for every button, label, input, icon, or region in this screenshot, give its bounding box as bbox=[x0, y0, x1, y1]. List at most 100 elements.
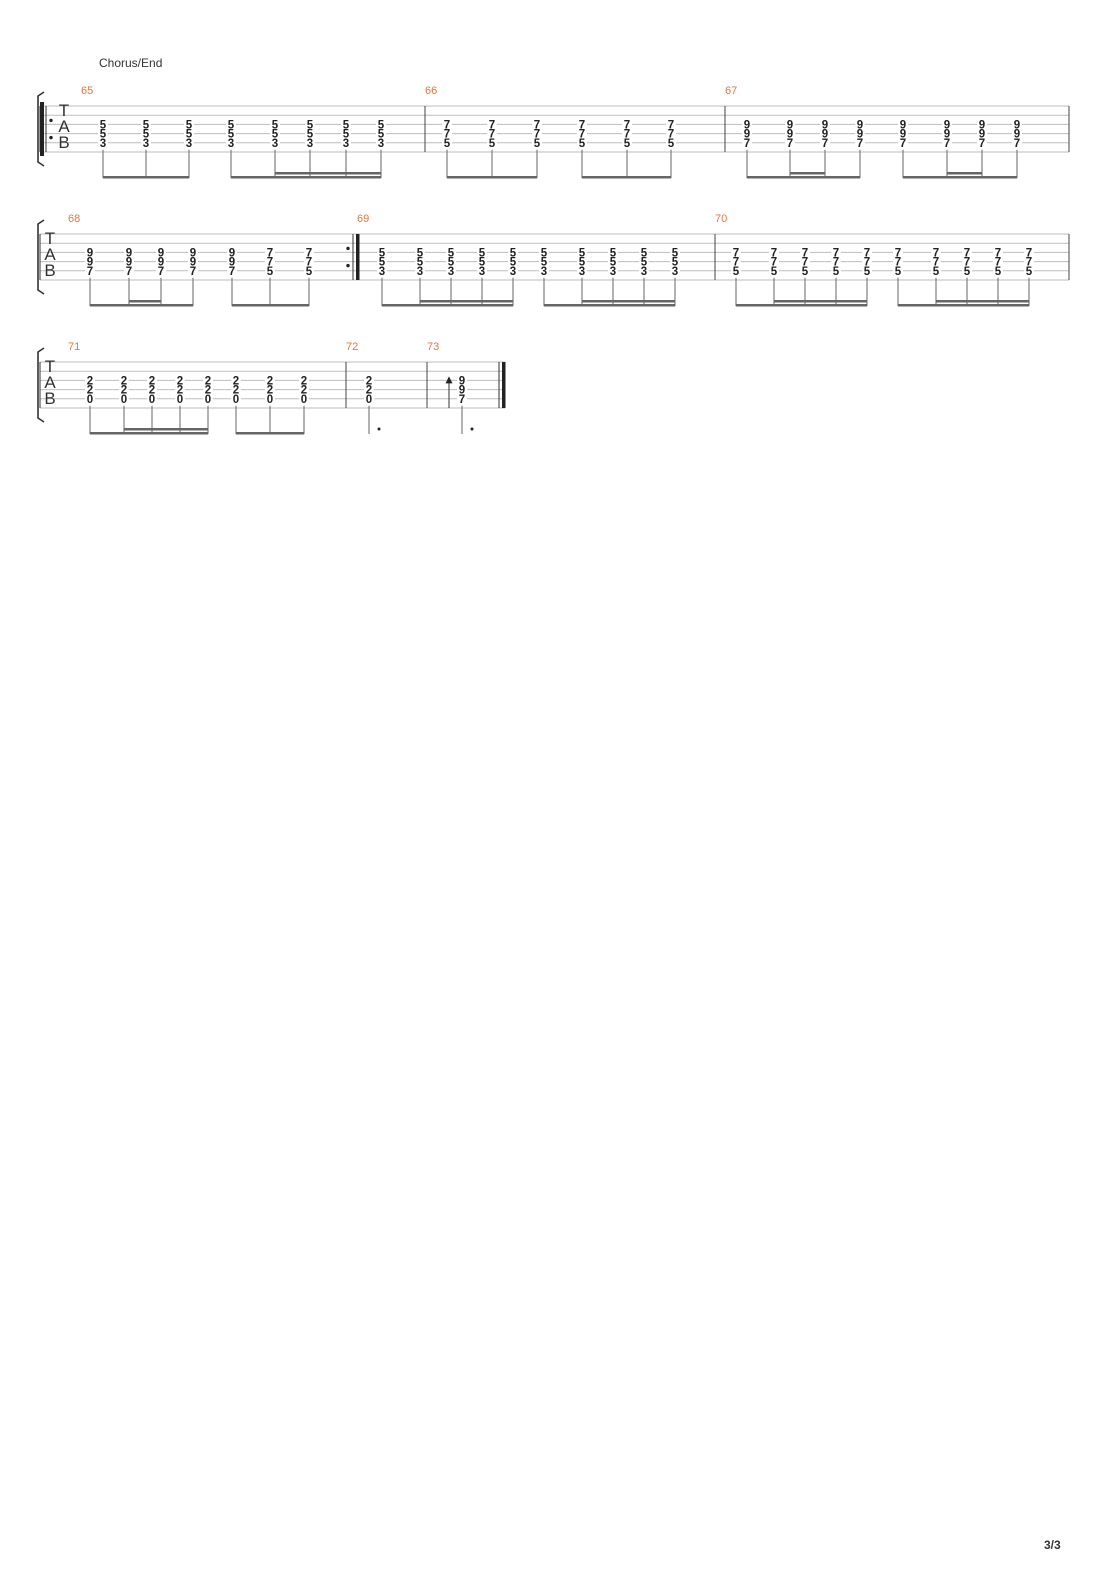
fret-mask bbox=[446, 265, 456, 275]
fret-mask bbox=[622, 137, 632, 147]
fret-mask bbox=[305, 137, 315, 147]
fret-mask bbox=[457, 393, 467, 403]
fret-mask bbox=[477, 247, 487, 257]
fret-number: 9 bbox=[857, 129, 863, 141]
beam-primary bbox=[736, 304, 867, 307]
fret-number: 7 bbox=[1026, 257, 1032, 269]
fret-mask bbox=[666, 128, 676, 138]
fret-number: 5 bbox=[100, 129, 107, 141]
fret-mask bbox=[184, 128, 194, 138]
fret-mask bbox=[147, 375, 157, 385]
tab-staff-svg: TAB6555355355355355355355355366775775775… bbox=[37, 85, 1070, 179]
fret-number: 5 bbox=[733, 266, 740, 278]
fret-number: 5 bbox=[479, 247, 486, 259]
fret-mask bbox=[769, 265, 779, 275]
fret-mask bbox=[487, 119, 497, 129]
fret-number: 9 bbox=[459, 385, 465, 397]
fret-mask bbox=[670, 265, 680, 275]
fret-number: 9 bbox=[87, 257, 93, 269]
fret-mask bbox=[442, 128, 452, 138]
fret-mask bbox=[831, 265, 841, 275]
fret-number: 2 bbox=[267, 375, 273, 387]
fret-mask bbox=[785, 137, 795, 147]
fret-number: 9 bbox=[857, 119, 863, 131]
fret-mask bbox=[85, 375, 95, 385]
fret-mask bbox=[622, 128, 632, 138]
fret-number: 9 bbox=[900, 119, 906, 131]
beam-primary bbox=[544, 304, 675, 307]
fret-mask bbox=[265, 265, 275, 275]
fret-number: 9 bbox=[87, 247, 93, 259]
fret-mask bbox=[124, 247, 134, 257]
fret-mask bbox=[1024, 247, 1034, 257]
fret-mask bbox=[666, 119, 676, 129]
fret-mask bbox=[364, 384, 374, 394]
fret-mask bbox=[742, 137, 752, 147]
tab-clef-letter: B bbox=[44, 389, 55, 408]
fret-number: 5 bbox=[100, 119, 107, 131]
fret-mask bbox=[376, 128, 386, 138]
beam-secondary bbox=[774, 300, 867, 303]
fret-mask bbox=[299, 393, 309, 403]
fret-number: 3 bbox=[610, 266, 616, 278]
fret-number: 9 bbox=[822, 129, 828, 141]
fret-mask bbox=[532, 128, 542, 138]
fret-mask bbox=[1012, 119, 1022, 129]
fret-number: 2 bbox=[177, 385, 183, 397]
fret-mask bbox=[304, 256, 314, 266]
fret-number: 7 bbox=[459, 394, 465, 406]
strum-arrow-head bbox=[445, 376, 453, 384]
section-title: Chorus/End bbox=[99, 56, 163, 70]
fret-number: 9 bbox=[190, 247, 196, 259]
fret-number: 5 bbox=[534, 138, 541, 150]
fret-number: 5 bbox=[672, 257, 679, 269]
fret-mask bbox=[862, 247, 872, 257]
fret-mask bbox=[477, 265, 487, 275]
fret-mask bbox=[270, 128, 280, 138]
fret-mask bbox=[226, 137, 236, 147]
fret-mask bbox=[156, 265, 166, 275]
fret-number: 7 bbox=[964, 247, 970, 259]
fret-number: 9 bbox=[979, 119, 985, 131]
fret-number: 0 bbox=[205, 394, 211, 406]
fret-mask bbox=[457, 384, 467, 394]
page-number: 3/3 bbox=[1044, 1538, 1061, 1552]
fret-number: 7 bbox=[579, 129, 585, 141]
fret-number: 9 bbox=[158, 257, 164, 269]
beam-primary bbox=[898, 304, 1029, 307]
fret-mask bbox=[364, 393, 374, 403]
tab-clef-letter: A bbox=[44, 245, 56, 264]
fret-number: 3 bbox=[541, 266, 547, 278]
fret-number: 3 bbox=[186, 138, 192, 150]
fret-number: 7 bbox=[895, 247, 901, 259]
measure-number: 67 bbox=[725, 85, 737, 97]
fret-number: 5 bbox=[864, 266, 871, 278]
fret-mask bbox=[898, 119, 908, 129]
tab-clef-letter: A bbox=[58, 117, 70, 136]
fret-mask bbox=[227, 256, 237, 266]
fret-mask bbox=[577, 247, 587, 257]
fret-mask bbox=[769, 247, 779, 257]
system-bracket bbox=[37, 347, 45, 423]
fret-mask bbox=[119, 375, 129, 385]
fret-number: 5 bbox=[489, 138, 496, 150]
fret-number: 7 bbox=[190, 266, 196, 278]
fret-number: 0 bbox=[233, 394, 239, 406]
fret-number: 7 bbox=[995, 247, 1001, 259]
fret-mask bbox=[442, 137, 452, 147]
fret-number: 5 bbox=[802, 266, 809, 278]
fret-mask bbox=[539, 247, 549, 257]
fret-number: 7 bbox=[964, 257, 970, 269]
beam-primary bbox=[90, 304, 193, 307]
fret-mask bbox=[942, 119, 952, 129]
fret-mask bbox=[147, 384, 157, 394]
beam-secondary bbox=[936, 300, 1029, 303]
fret-number: 5 bbox=[541, 257, 548, 269]
fret-number: 5 bbox=[933, 266, 940, 278]
fret-number: 7 bbox=[229, 266, 235, 278]
fret-number: 2 bbox=[233, 385, 239, 397]
fret-mask bbox=[265, 375, 275, 385]
fret-number: 7 bbox=[787, 138, 793, 150]
fret-number: 0 bbox=[267, 394, 273, 406]
